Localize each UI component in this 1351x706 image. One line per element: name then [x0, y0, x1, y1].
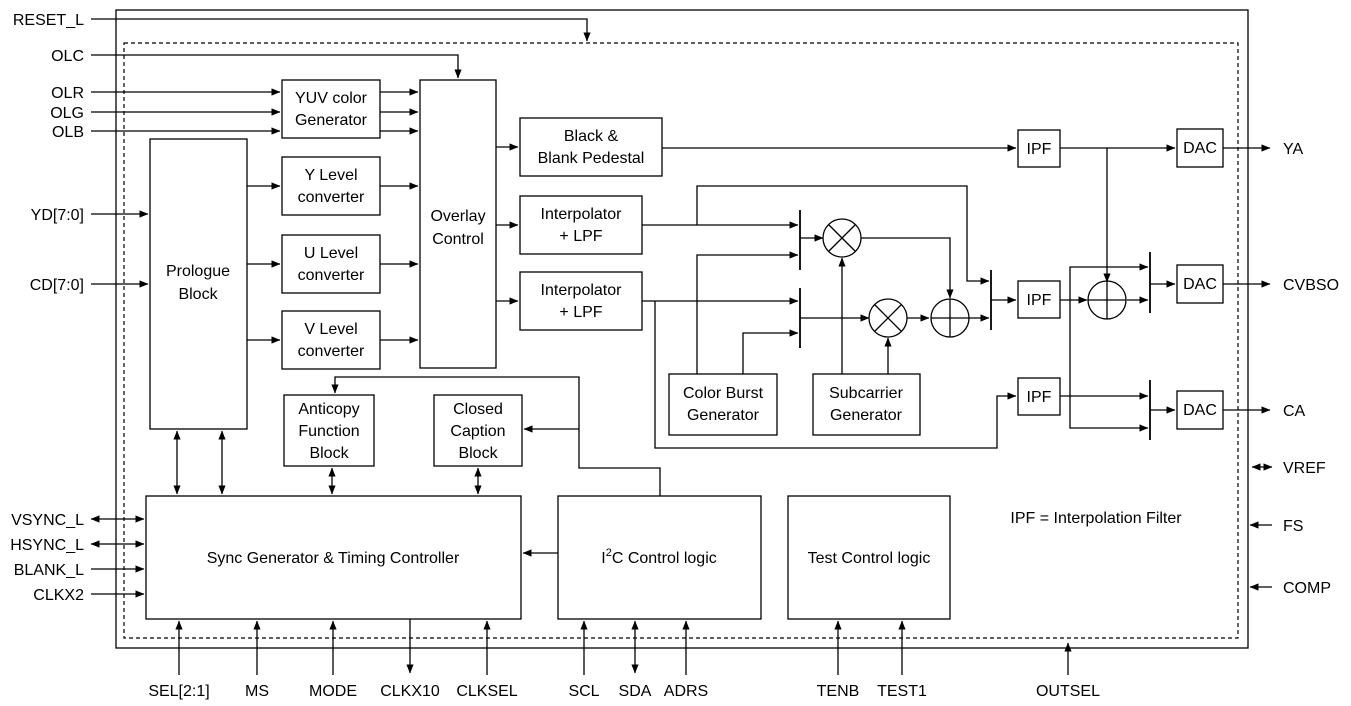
- legend-note: IPF = Interpolation Filter: [1010, 510, 1182, 527]
- anticopy-label-1: Anticopy: [298, 401, 359, 418]
- pin-adrs: ADRS: [664, 683, 708, 700]
- pin-mode: MODE: [309, 683, 357, 700]
- pin-tenb: TENB: [817, 683, 860, 700]
- i2c-control-logic-label: I2C Control logic: [601, 547, 717, 567]
- interpolator-lpf-block-1: Interpolator + LPF: [519, 195, 643, 255]
- pin-clkx2: CLKX2: [33, 587, 84, 604]
- yuv-color-generator-block: YUV color Generator: [281, 79, 381, 139]
- adder-icon-2: [1087, 280, 1127, 320]
- yuv-color-generator-label-2: Generator: [295, 112, 368, 129]
- pin-blank-l: BLANK_L: [14, 562, 84, 579]
- dac-1-label: DAC: [1183, 140, 1217, 157]
- v-level-converter-block: V Level converter: [281, 310, 381, 370]
- y-level-converter-block: Y Level converter: [281, 156, 381, 216]
- closed-caption-block: Closed Caption Block: [433, 394, 523, 467]
- pin-clkx10: CLKX10: [380, 683, 440, 700]
- pin-ms: MS: [245, 683, 269, 700]
- ipf-2-label: IPF: [1027, 292, 1052, 309]
- subcarrier-generator-label-2: Generator: [830, 407, 903, 424]
- overlay-control-label-1: Overlay: [430, 208, 485, 225]
- pin-reset-l: RESET_L: [13, 12, 84, 29]
- i2c-control-logic-block: I2C Control logic: [557, 495, 762, 620]
- v-level-converter-label-2: converter: [298, 343, 365, 360]
- interpolator-lpf-2-label-2: + LPF: [559, 304, 602, 321]
- closed-caption-label-3: Block: [458, 445, 498, 462]
- pin-vref: VREF: [1283, 460, 1326, 477]
- anticopy-label-3: Block: [309, 445, 349, 462]
- dac-block-2: DAC: [1176, 264, 1224, 304]
- dac-2-label: DAC: [1183, 276, 1217, 293]
- v-level-converter-label-1: V Level: [304, 321, 357, 338]
- anticopy-function-block: Anticopy Function Block: [283, 394, 375, 467]
- u-level-converter-label-2: converter: [298, 267, 365, 284]
- ipf-block-3: IPF: [1017, 377, 1061, 416]
- pin-sel: SEL[2:1]: [148, 683, 209, 700]
- u-level-converter-block: U Level converter: [281, 234, 381, 294]
- anticopy-label-2: Function: [298, 423, 359, 440]
- pin-outsel: OUTSEL: [1036, 683, 1100, 700]
- pin-comp: COMP: [1283, 580, 1331, 597]
- pin-olb: OLB: [52, 124, 84, 141]
- closed-caption-label-1: Closed: [453, 401, 503, 418]
- prologue-block: Prologue Block: [149, 138, 248, 430]
- left-pin-labels: RESET_L OLC OLR OLG OLB YD[7:0] CD[7:0] …: [10, 12, 84, 604]
- closed-caption-label-2: Caption: [450, 423, 505, 440]
- pin-ya: YA: [1283, 141, 1303, 158]
- pin-ca: CA: [1283, 403, 1306, 420]
- black-blank-pedestal-label-1: Black &: [564, 128, 619, 145]
- color-burst-generator-label-1: Color Burst: [683, 385, 764, 402]
- test-control-logic-label: Test Control logic: [808, 550, 931, 567]
- test-control-logic-block: Test Control logic: [787, 495, 951, 620]
- y-level-converter-label-2: converter: [298, 189, 365, 206]
- color-burst-generator-label-2: Generator: [687, 407, 760, 424]
- subcarrier-generator-block: Subcarrier Generator: [812, 373, 921, 436]
- pin-cd: CD[7:0]: [30, 277, 84, 294]
- u-level-converter-label-1: U Level: [304, 245, 358, 262]
- multiplier-icon-1: [822, 218, 862, 258]
- ipf-block-2: IPF: [1017, 280, 1061, 319]
- ipf-1-label: IPF: [1027, 141, 1052, 158]
- right-pin-labels: YA CVBSO CA VREF FS COMP: [1283, 141, 1339, 597]
- adder-icon-1: [930, 298, 970, 338]
- black-blank-pedestal-label-2: Blank Pedestal: [538, 150, 645, 167]
- pin-hsync-l: HSYNC_L: [10, 537, 84, 554]
- pin-olr: OLR: [51, 85, 84, 102]
- sync-generator-label: Sync Generator & Timing Controller: [207, 550, 460, 567]
- interpolator-lpf-1-label-1: Interpolator: [541, 206, 623, 223]
- bottom-pin-labels: SEL[2:1] MS MODE CLKX10 CLKSEL SCL SDA A…: [148, 683, 1100, 700]
- prologue-block-label-2: Block: [178, 286, 218, 303]
- core-dashed-outline: [123, 42, 1239, 639]
- pin-test1: TEST1: [877, 683, 927, 700]
- pin-fs: FS: [1283, 518, 1303, 535]
- ipf-3-label: IPF: [1027, 389, 1052, 406]
- pin-olc: OLC: [51, 48, 84, 65]
- pin-yd: YD[7:0]: [31, 207, 84, 224]
- interpolator-lpf-block-2: Interpolator + LPF: [519, 271, 643, 331]
- pin-scl: SCL: [568, 683, 599, 700]
- subcarrier-generator-label-1: Subcarrier: [829, 385, 903, 402]
- pin-cvbso: CVBSO: [1283, 277, 1339, 294]
- ipf-block-1: IPF: [1017, 129, 1061, 168]
- overlay-control-block: Overlay Control: [419, 79, 497, 369]
- interpolator-lpf-2-label-1: Interpolator: [541, 282, 623, 299]
- black-blank-pedestal-block: Black & Blank Pedestal: [519, 117, 663, 177]
- color-burst-generator-block: Color Burst Generator: [668, 373, 778, 436]
- wires: [90, 18, 1273, 675]
- dac-3-label: DAC: [1183, 402, 1217, 419]
- pin-vsync-l: VSYNC_L: [11, 512, 84, 529]
- pin-olg: OLG: [50, 105, 84, 122]
- pin-clksel: CLKSEL: [456, 683, 517, 700]
- y-level-converter-label-1: Y Level: [304, 167, 357, 184]
- dac-block-1: DAC: [1176, 128, 1224, 168]
- interpolator-lpf-1-label-2: + LPF: [559, 228, 602, 245]
- multiplier-icon-2: [868, 298, 908, 338]
- dac-block-3: DAC: [1176, 390, 1224, 430]
- yuv-color-generator-label-1: YUV color: [295, 90, 368, 107]
- pin-sda: SDA: [619, 683, 652, 700]
- prologue-block-label-1: Prologue: [166, 263, 230, 280]
- sync-generator-block: Sync Generator & Timing Controller: [145, 495, 522, 620]
- overlay-control-label-2: Control: [432, 231, 484, 248]
